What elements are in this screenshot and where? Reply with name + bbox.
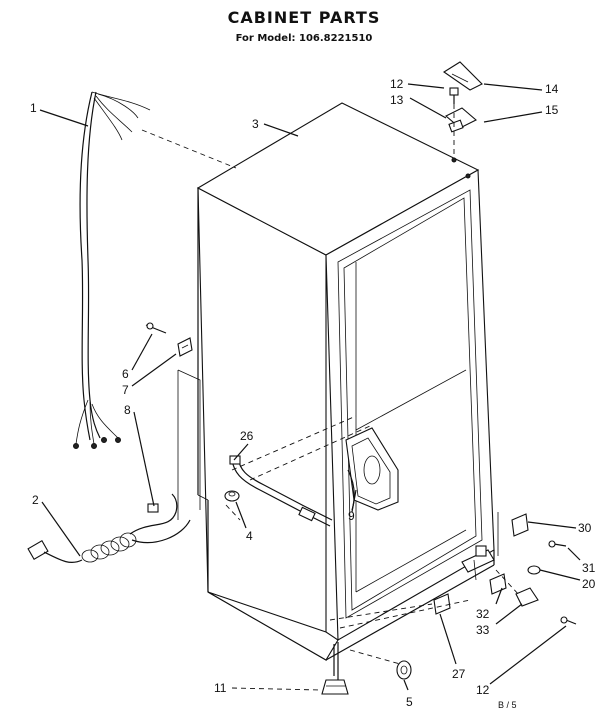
callout-3: 3 [252,117,259,131]
bracket-and-screw [145,322,193,357]
callout-30: 30 [578,521,592,535]
callout-31: 31 [582,561,596,575]
callout-12-top: 12 [390,77,404,91]
callout-6: 6 [122,367,129,381]
callout-7: 7 [122,383,129,397]
power-cord [27,493,191,564]
callout-12-bottom: 12 [476,683,490,697]
model-number: For Model: 106.8221510 [235,33,373,44]
callout-26: 26 [240,429,254,443]
bottom-hinge-assembly [329,512,577,629]
callout-1: 1 [30,101,37,115]
callout-11: 11 [214,681,227,695]
grommet [224,490,241,521]
callout-5: 5 [406,695,413,709]
callout-32: 32 [476,607,490,621]
roller [349,649,412,680]
top-hinge-assembly [442,61,483,179]
callout-labels: 1 3 12 13 14 15 6 7 8 26 2 4 9 30 31 20 … [30,77,596,710]
callout-13: 13 [390,93,404,107]
callout-8: 8 [124,403,131,417]
callout-14: 14 [545,82,559,96]
leader-lines [39,83,581,691]
callout-2: 2 [32,493,39,507]
callout-9: 9 [348,509,355,523]
cord-clamp [177,369,201,520]
wiring-harness [73,91,151,449]
callout-20: 20 [582,577,596,591]
diagram-title: CABINET PARTS [227,8,381,27]
callout-27: 27 [452,667,466,681]
evaporator-housing [345,427,399,511]
callout-4: 4 [246,529,253,543]
leveling-leg [321,642,349,695]
drain-tube [229,415,371,527]
callout-33: 33 [476,623,490,637]
callout-15: 15 [545,103,559,117]
page-code: B / 5 [498,700,517,710]
cabinet-shell [141,102,495,661]
